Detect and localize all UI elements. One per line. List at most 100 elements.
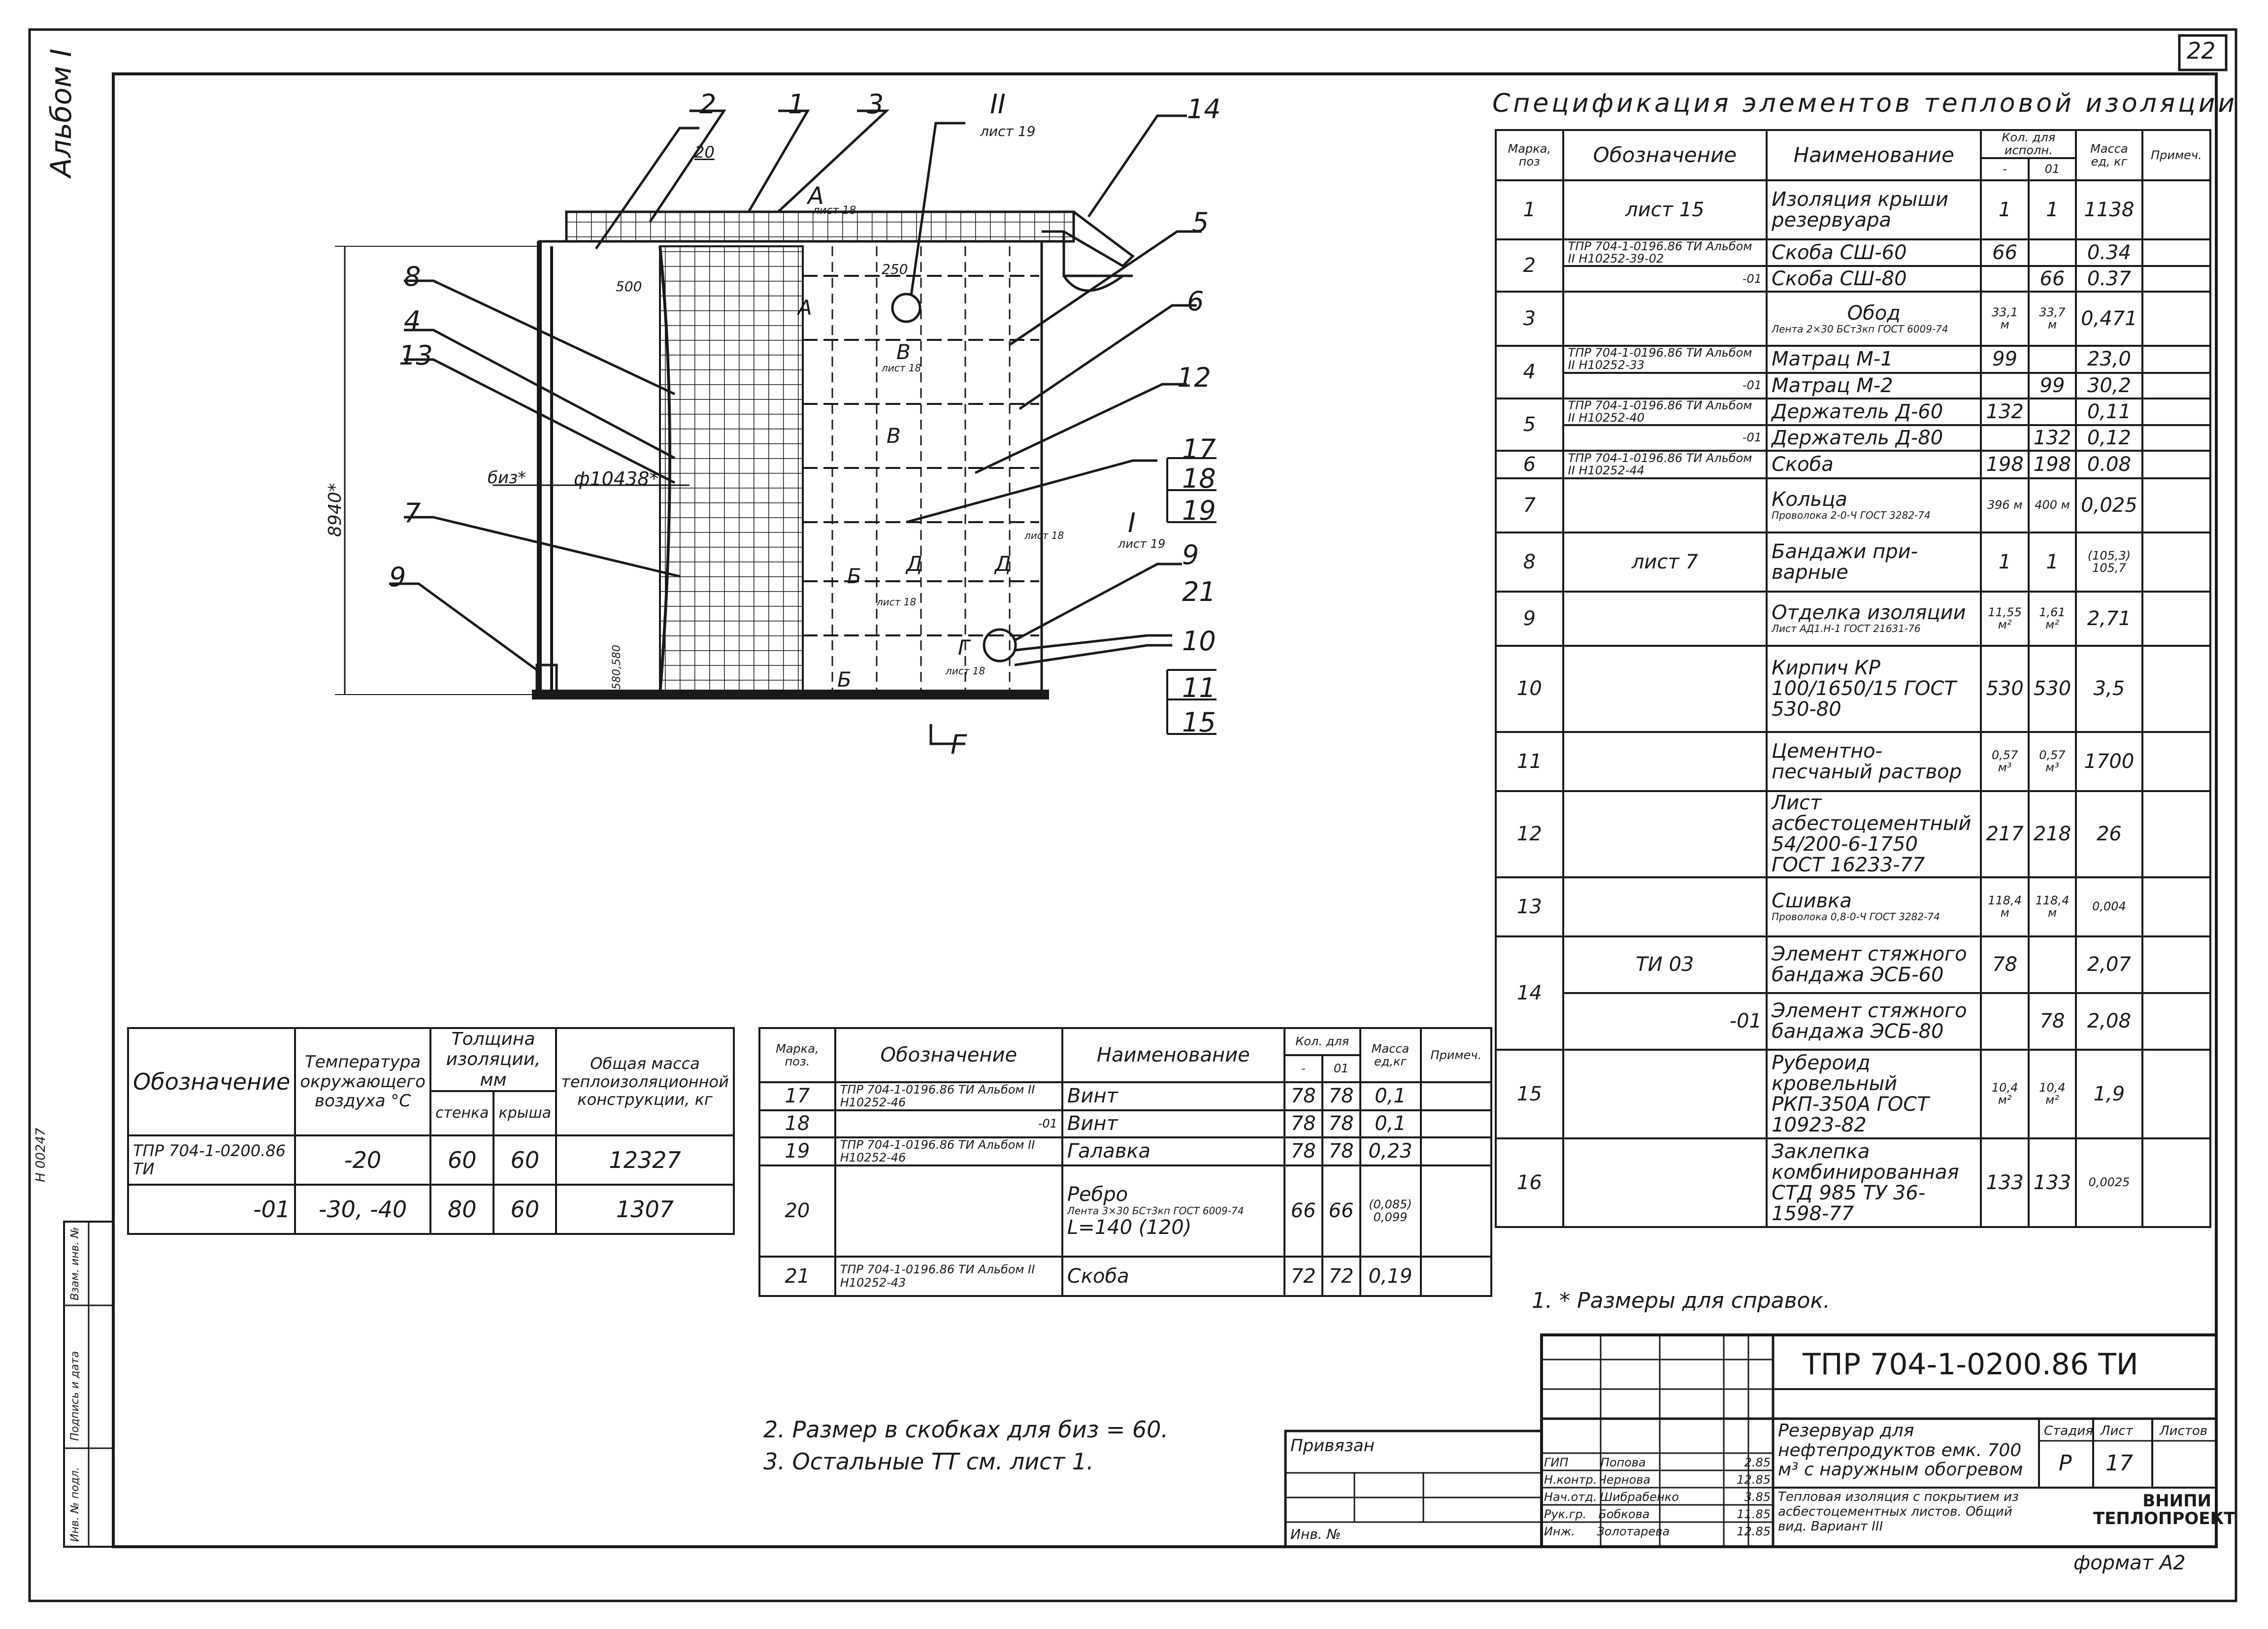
ref-a: лист 18 (813, 204, 856, 217)
callout-7: 7 (404, 498, 421, 529)
callout-17: 17 (1182, 433, 1216, 465)
callout-14: 14 (1187, 94, 1221, 125)
format-label: формат А2 (2073, 1552, 2186, 1574)
spec-h-note: Примеч. (2141, 129, 2212, 181)
callout-5: 5 (1192, 207, 1209, 238)
spec-row: -01 Держатель Д-80 132 0,12 (1496, 424, 2212, 452)
spec-h-mark: Марка, поз (1495, 129, 1564, 181)
letter-v1: В (896, 340, 911, 364)
spec-row: 15 Рубероид кровельный РКП-350А ГОСТ 109… (1495, 1048, 2212, 1139)
callout-19: 19 (1182, 495, 1216, 526)
iso-row: -01 -30, -40 80 60 1307 (127, 1184, 735, 1235)
roof-insulation (565, 210, 1075, 243)
pos-h-note: Примеч. (1419, 1027, 1492, 1083)
iso-h-temp: Температура окружающего воздуха °С (294, 1027, 431, 1137)
pos-h-name: Наименование (1061, 1027, 1285, 1083)
stamp-title-1: Резервуар для нефтепродуктов емк. 700 м³… (1778, 1421, 2023, 1480)
callout-18: 18 (1182, 463, 1216, 494)
callout-13: 13 (399, 340, 433, 371)
pos-h-des: Обозначение (834, 1027, 1063, 1083)
section-g: Г (951, 729, 966, 760)
privyazan-label: Привязан (1290, 1436, 1375, 1456)
wall-mesh (659, 245, 804, 696)
pos-row: 19 ТПР 704-1-0196.86 ТИ Альбом II Н10252… (758, 1136, 1492, 1166)
stage-header: Стадия (2044, 1424, 2093, 1438)
letter-g: Г (958, 635, 970, 660)
spec-h-name: Наименование (1766, 129, 1982, 181)
callout-ii: II (990, 89, 1006, 120)
dim-biz: биз* (488, 468, 526, 488)
org-name: ВНИПИ ТЕПЛОПРОЕКТ (2093, 1491, 2235, 1529)
ref-b: лист 18 (877, 596, 917, 608)
spec-row: 16 Заклепка комбинированная СТД 985 ТУ 3… (1495, 1137, 2212, 1228)
letter-d1: Д (906, 552, 922, 576)
spec-h-qty: Кол. для исполн. (1980, 129, 2077, 159)
callout-11: 11 (1182, 672, 1216, 703)
insulation-table: Обозначение Температура окружающего возд… (127, 1027, 735, 1235)
inv-label: Инв. № (1290, 1526, 1341, 1542)
spec-row: 5 ТПР 704-1-0196.86 ТИ Альбом II Н10252-… (1495, 397, 2212, 452)
ref-v1: лист 18 (882, 362, 921, 374)
letter-d2: Д (995, 552, 1011, 576)
positions-table: Марка, поз. Обозначение Наименование Кол… (758, 1027, 1492, 1297)
sheet-header: Лист (2101, 1424, 2133, 1438)
dim-500: 500 (616, 278, 642, 295)
callout-9l: 9 (389, 562, 406, 593)
pos-row: 21 ТПР 704-1-0196.86 ТИ Альбом II Н10252… (758, 1255, 1492, 1297)
spec-row: 6 ТПР 704-1-0196.86 ТИ Альбом II Н10252-… (1495, 449, 2212, 479)
note-3: 3. Остальные ТТ см. лист 1. (763, 1448, 1094, 1475)
callout-3: 3 (867, 89, 884, 120)
letter-a1: А (808, 182, 824, 210)
pos-h-mass: Масса ед,кг (1359, 1027, 1422, 1083)
pos-h-qty: Кол. для (1283, 1027, 1361, 1056)
spec-row: 11 Цементно-песчаный раствор 0,57 м³ 0,5… (1495, 731, 2212, 792)
callout-8: 8 (404, 261, 421, 292)
letter-v2: В (887, 424, 901, 448)
ref-d: лист 18 (1024, 530, 1064, 541)
spec-h-mass: Масса ед, кг (2075, 129, 2143, 181)
spec-h-qa: - (1980, 157, 2030, 181)
sheet-value: 17 (2105, 1451, 2133, 1476)
doc-code: ТПР 704-1-0200.86 ТИ (1803, 1347, 2138, 1382)
wall-verticals (831, 246, 1011, 695)
letter-a2: А (798, 296, 812, 320)
callout-20: 20 (694, 143, 715, 162)
dim-diameter: ф10438* (574, 468, 659, 490)
sheets-header: Листов (2160, 1424, 2208, 1438)
iso-h-mass: Общая масса теплоизоляционной конструкци… (555, 1027, 735, 1137)
spec-row: 4 ТПР 704-1-0196.86 ТИ Альбом II Н10252-… (1495, 345, 2212, 399)
callout-1: 1 (788, 89, 805, 120)
detail-i-circle (983, 628, 1017, 663)
callout-2: 2 (699, 89, 717, 120)
spec-row: -01 Матрац М-2 99 30,2 (1496, 371, 2212, 399)
note-2: 2. Размер в скобках для биз = 60. (763, 1416, 1169, 1443)
spec-row: -01 Элемент стяжного бандажа ЭСБ-80 78 2… (1496, 992, 2212, 1051)
callout-i: I (1128, 507, 1136, 538)
spec-row: 12 Лист асбестоцементный 54/200-6-1750 Г… (1495, 790, 2212, 878)
callout-9r: 9 (1182, 539, 1199, 570)
spec-title: Спецификация элементов тепловой изоляции (1492, 89, 2238, 118)
spec-row: -01 Скоба СШ-80 66 0.37 (1496, 265, 2212, 293)
spec-h-qb: 01 (2027, 157, 2077, 181)
callout-6: 6 (1187, 286, 1204, 317)
pos-row: 17 ТПР 704-1-0196.86 ТИ Альбом II Н10252… (758, 1081, 1492, 1111)
iso-h-thick: Толщина изоляции, мм (429, 1027, 558, 1093)
note-1: 1. * Размеры для справок. (1532, 1288, 1831, 1313)
callout-10: 10 (1182, 626, 1216, 657)
stage-value: Р (2059, 1451, 2072, 1476)
stamp-title-2: Тепловая изоляция с покрытием из асбесто… (1778, 1490, 2019, 1534)
ref-g: лист 18 (946, 665, 986, 677)
callout-4: 4 (404, 305, 421, 336)
spec-row: 10 Кирпич КР 100/1650/15 ГОСТ 530-80 530… (1495, 644, 2212, 733)
sheet-number: 22 (2187, 37, 2216, 64)
